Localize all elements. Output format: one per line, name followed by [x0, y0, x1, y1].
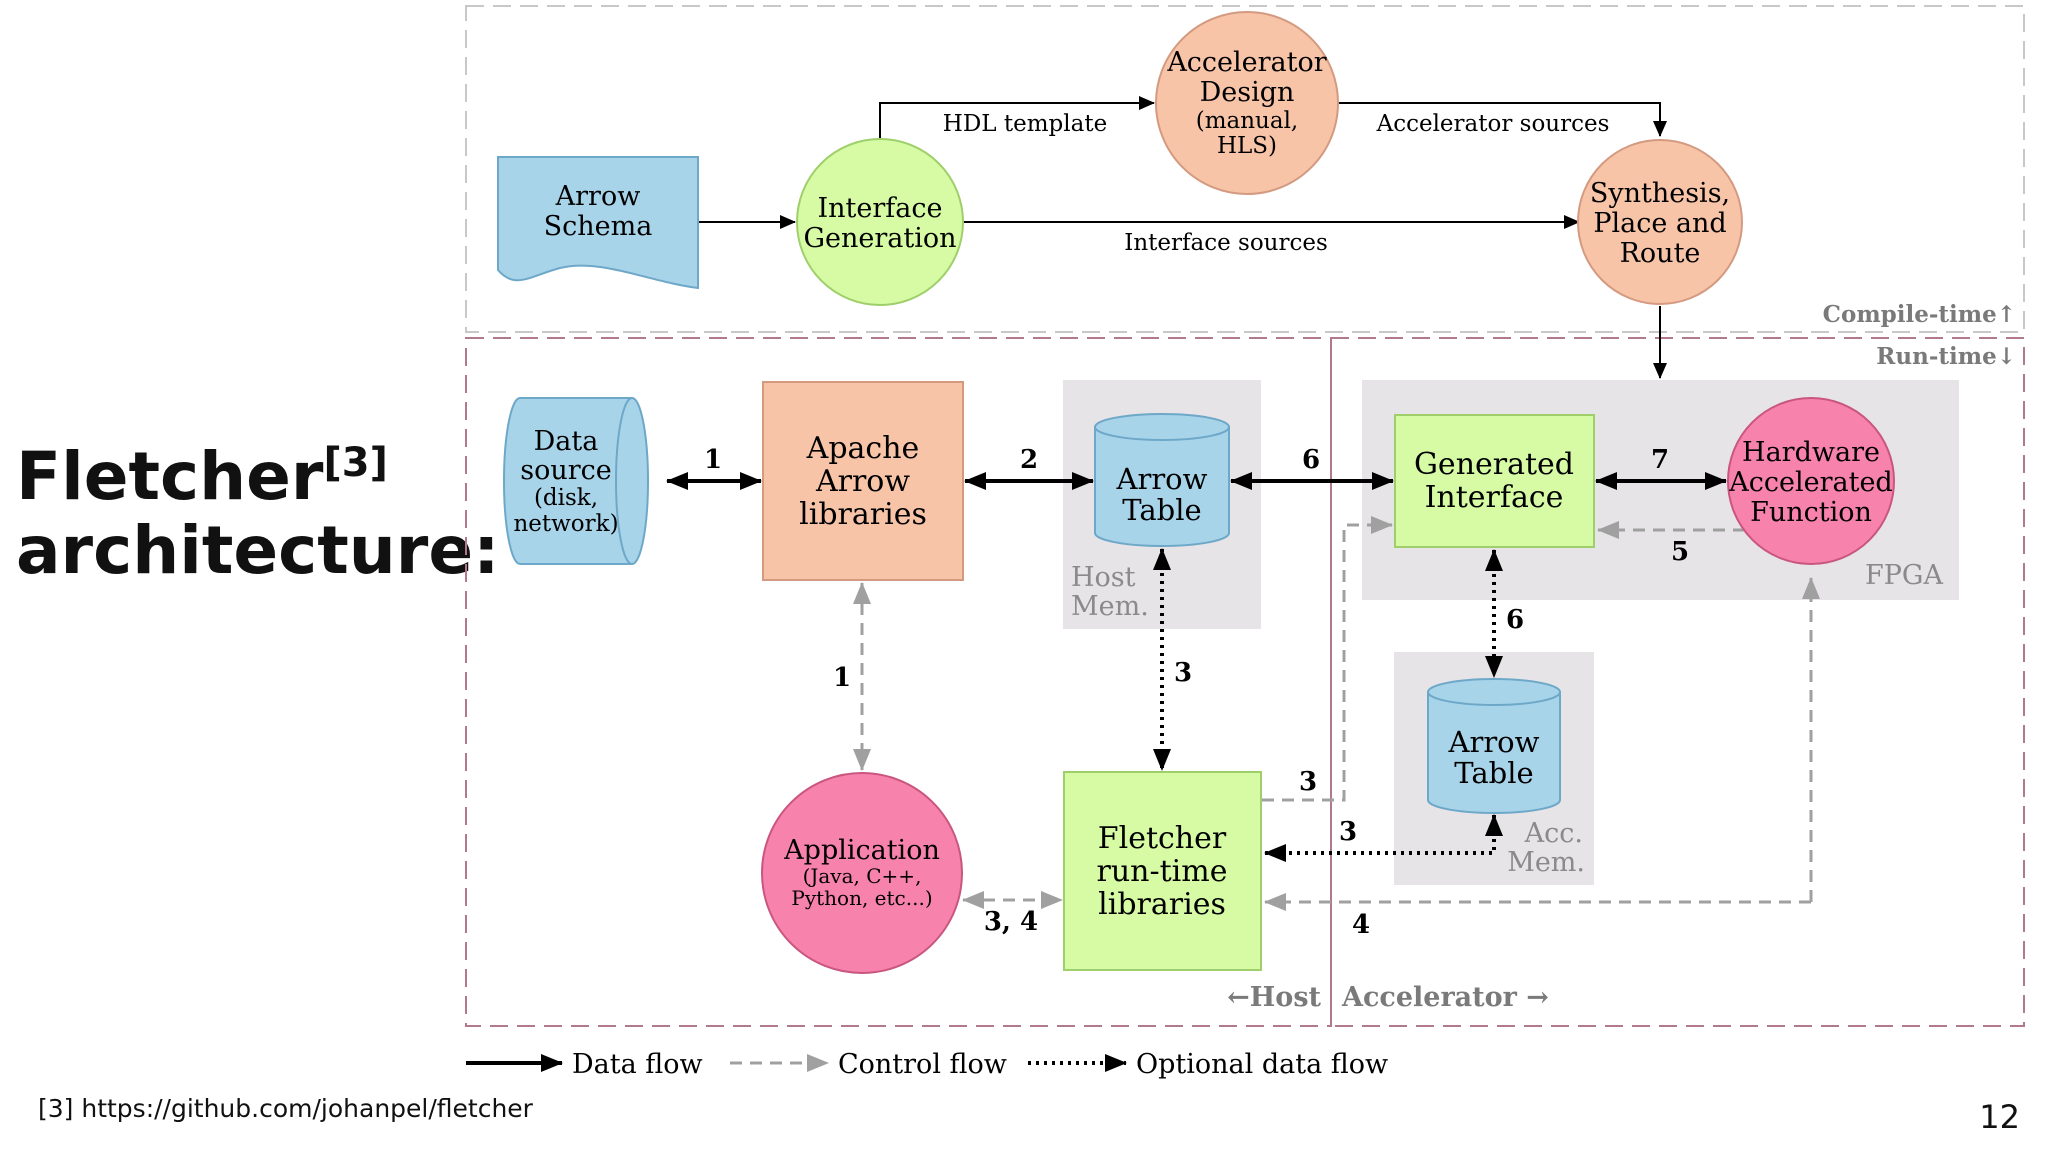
fletcher-runtime-node	[1063, 771, 1262, 971]
apache-arrow-line3: libraries	[799, 497, 927, 532]
apache-arrow-node	[762, 381, 964, 581]
label-edge-1-vertical: 1	[833, 663, 851, 693]
accelerator-region	[1330, 337, 2025, 1027]
host-arrow-table-node	[1094, 426, 1230, 547]
label-edge-34: 3, 4	[984, 907, 1038, 937]
acc-arrow-table-line1: Arrow	[1448, 725, 1540, 759]
label-edge-3-vertical: 3	[1174, 658, 1192, 688]
host-label: ←Host	[1227, 982, 1321, 1013]
label-interface-sources: Interface sources	[1124, 230, 1328, 256]
edge-accelerator-sources	[1339, 102, 1667, 137]
host-mem-label-line1: Host	[1071, 562, 1136, 593]
compile-time-label: Compile-time↑	[1823, 301, 2016, 328]
label-edge-6-vertical: 6	[1506, 605, 1524, 635]
legend-control-flow-label: Control flow	[838, 1049, 1007, 1080]
accelerator-label: Accelerator →	[1341, 982, 1549, 1013]
data-source-line2: source	[520, 455, 612, 486]
accelerator-design-line2: Design	[1200, 77, 1295, 108]
host-mem-label-line2: Mem.	[1071, 591, 1149, 622]
apache-arrow-line2: Arrow	[815, 464, 910, 499]
compile-time-region	[465, 5, 2025, 333]
title-line1: Fletcher	[16, 438, 324, 515]
label-edge-5: 5	[1671, 537, 1689, 567]
acc-arrow-table-node	[1427, 691, 1561, 814]
label-hdl-template: HDL template	[943, 111, 1107, 137]
host-arrow-table-line2: Table	[1122, 493, 1201, 527]
apache-arrow-line1: Apache	[806, 431, 920, 466]
label-edge-7: 7	[1651, 445, 1669, 475]
acc-mem-label-line1: Acc.	[1524, 818, 1583, 849]
accelerator-design-line3: (manual,	[1196, 108, 1299, 134]
page-number: 12	[1979, 1098, 2020, 1136]
hardware-function-node	[1727, 397, 1895, 565]
arrow-schema-line2: Schema	[544, 211, 653, 242]
host-arrow-table-top	[1094, 413, 1230, 441]
label-edge-1-top: 1	[704, 445, 722, 475]
generated-interface-line1: Generated	[1414, 447, 1574, 482]
synthesis-line2: Place and	[1593, 208, 1726, 239]
title-superscript: [3]	[323, 440, 388, 486]
fletcher-runtime-line3: libraries	[1098, 887, 1226, 922]
accelerator-design-line4: HLS)	[1217, 133, 1277, 159]
label-edge-4: 4	[1352, 910, 1370, 940]
application-line2: (Java, C++,	[803, 864, 922, 888]
acc-mem-label-line2: Mem.	[1507, 847, 1585, 878]
hardware-function-line2: Accelerated	[1728, 467, 1892, 498]
hardware-function-line1: Hardware	[1742, 437, 1880, 468]
application-line3: Python, etc...)	[791, 886, 932, 910]
synthesis-line3: Route	[1620, 238, 1701, 269]
data-source-cylinder-edge	[615, 397, 633, 565]
fpga-label: FPGA	[1865, 560, 1943, 591]
synthesis-node	[1577, 139, 1743, 305]
generated-interface-node	[1394, 414, 1595, 548]
host-region	[465, 337, 1332, 1027]
accelerator-design-node	[1155, 11, 1339, 195]
arrow-schema-line1: Arrow	[555, 181, 641, 212]
legend-optional-flow-label: Optional data flow	[1136, 1049, 1388, 1080]
generated-interface-line2: Interface	[1425, 480, 1564, 515]
edge-3-runtime-to-interface	[1262, 516, 1393, 802]
footnote: [3] https://github.com/johanpel/fletcher	[38, 1094, 533, 1123]
fletcher-runtime-line2: run-time	[1097, 854, 1228, 889]
data-source-line3: (disk,	[534, 485, 598, 511]
label-edge-3-right-b: 3	[1339, 817, 1357, 847]
interface-generation-line1: Interface	[818, 193, 943, 224]
label-edge-2: 2	[1020, 445, 1038, 475]
legend-data-flow-label: Data flow	[572, 1049, 703, 1080]
acc-arrow-table-top	[1427, 678, 1561, 706]
run-time-label: Run-time↓	[1876, 343, 2016, 370]
hardware-function-line3: Function	[1750, 497, 1872, 528]
slide-title: Fletcher[3] architecture:	[16, 438, 500, 588]
data-source-line4: network)	[513, 511, 618, 537]
host-arrow-table-line1: Arrow	[1116, 462, 1208, 496]
synthesis-line1: Synthesis,	[1590, 178, 1730, 209]
interface-generation-line2: Generation	[803, 223, 956, 254]
application-line1: Application	[783, 835, 940, 866]
interface-generation-node	[796, 138, 964, 306]
arrow-schema-node	[497, 156, 699, 290]
label-accelerator-sources: Accelerator sources	[1376, 111, 1610, 137]
title-line2: architecture:	[16, 511, 500, 589]
edge-hdl-template	[879, 96, 1155, 138]
acc-arrow-table-line2: Table	[1454, 756, 1533, 790]
label-edge-6-top: 6	[1302, 445, 1320, 475]
data-source-line1: Data	[534, 426, 599, 457]
application-node	[761, 772, 963, 974]
accelerator-design-line1: Accelerator	[1166, 47, 1326, 78]
fletcher-runtime-line1: Fletcher	[1098, 821, 1227, 856]
label-edge-3-right-a: 3	[1299, 767, 1317, 797]
